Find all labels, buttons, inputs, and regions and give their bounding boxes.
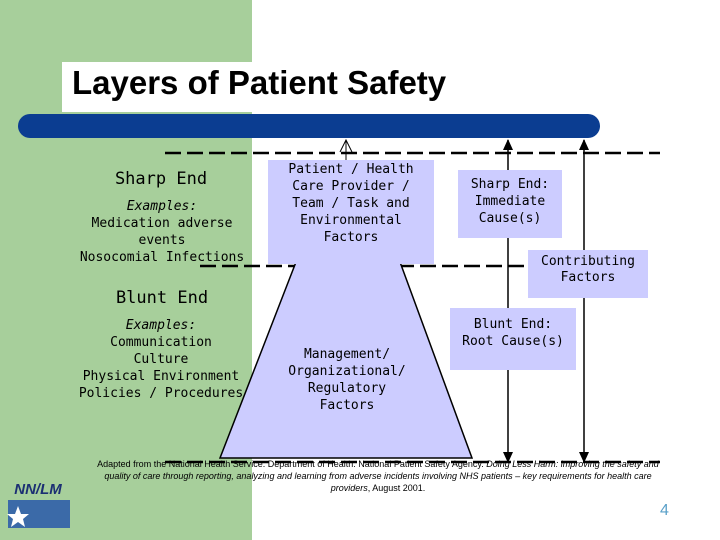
sharp-cause-box (458, 170, 562, 238)
sharp-cause-line-1: Sharp End: (470, 177, 550, 192)
root-cause-line-1: Blunt End: (473, 317, 553, 332)
patient-factors-line-2: Care Provider / (292, 179, 410, 194)
blunt-example-4: Policies / Procedures (78, 386, 244, 401)
footnote-text: Adapted from the National Health Service… (97, 459, 484, 469)
source-footnote: Adapted from the National Health Service… (88, 458, 668, 494)
star-icon (7, 506, 29, 527)
contributing-factors-box (528, 250, 648, 298)
footnote-title: Doing Less Harm: improving the safety an… (104, 459, 659, 493)
right-arrow-bottom-head (503, 452, 513, 463)
patient-factors-box (268, 160, 434, 264)
management-factors-line-1: Management/ (303, 347, 391, 362)
contributing-line-2: Factors (560, 270, 616, 285)
sharp-example-3: Nosocomial Infections (79, 250, 245, 265)
sharp-cause-line-2: Immediate (474, 194, 546, 209)
center-arrow-head (339, 138, 353, 153)
contributing-line-1: Contributing (541, 254, 635, 269)
management-factors-line-4: Factors (319, 398, 375, 413)
sharp-examples-heading: Examples: (126, 199, 198, 214)
blunt-example-2: Culture (133, 352, 189, 367)
footnote-date: , August 2001. (367, 483, 426, 493)
blunt-example-1: Communication (110, 335, 212, 350)
management-factors-line-2: Organizational/ (288, 364, 406, 379)
slide-title: Layers of Patient Safety (72, 64, 447, 101)
patient-factors-line-5: Factors (323, 230, 379, 245)
blunt-examples-heading: Examples: (125, 318, 197, 333)
far-right-arrow-bottom-head (579, 452, 589, 463)
blunt-example-3: Physical Environment (82, 369, 240, 384)
title-underline-bar (18, 114, 600, 138)
root-cause-box (450, 308, 576, 370)
patient-factors-line-3: Team / Task and (292, 196, 410, 211)
blunt-end-label: Blunt End (115, 288, 209, 308)
patient-factors-line-4: Environmental (300, 213, 402, 228)
sharp-example-2: events (138, 233, 186, 248)
page-number: 4 (660, 502, 669, 519)
logo-text: NN/LM (14, 481, 62, 498)
sharp-cause-line-3: Cause(s) (478, 211, 542, 226)
sharp-end-label: Sharp End (114, 169, 208, 189)
title-background (62, 62, 720, 112)
right-arrow-top-head (503, 139, 513, 150)
root-cause-line-2: Root Cause(s) (462, 334, 564, 349)
far-right-arrow-top-head (579, 139, 589, 150)
management-factors-line-3: Regulatory (307, 381, 387, 396)
nnlm-logo: NN/LM (7, 481, 70, 528)
sharp-example-1: Medication adverse (91, 216, 233, 231)
patient-factors-line-1: Patient / Health (288, 162, 414, 177)
